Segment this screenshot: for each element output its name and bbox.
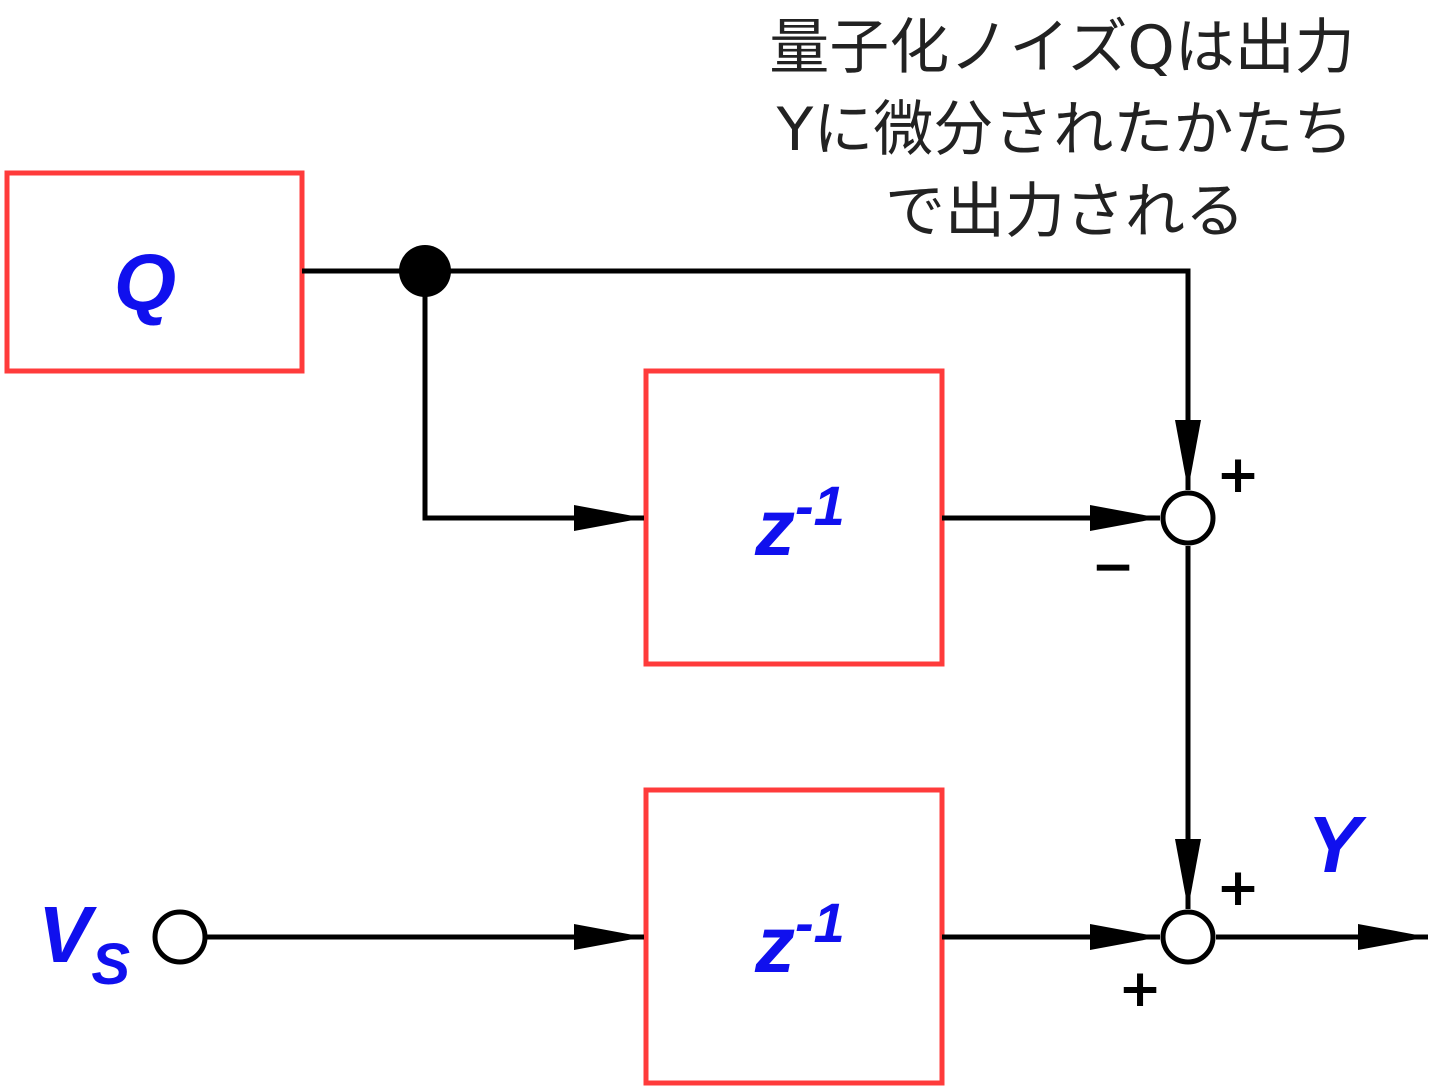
- wire-branch-to-delay-top: [422, 271, 644, 531]
- input-label-base: V: [38, 890, 97, 979]
- sum-node-1: [1160, 490, 1216, 546]
- annotation-line-3: で出力される: [885, 177, 1245, 247]
- sign-sum2-top: +: [1216, 858, 1260, 918]
- branch-node: [399, 245, 451, 297]
- delay-bottom-label: z-1: [754, 891, 845, 989]
- annotation-line-1: 量子化ノイズQは出力: [769, 13, 1354, 83]
- delay-bottom-base: z: [754, 900, 795, 989]
- delay-bottom-exp: -1: [795, 891, 845, 954]
- q-label: Q: [114, 238, 176, 327]
- sign-sum1-top: +: [1216, 445, 1260, 505]
- sign-sum2-left: +: [1118, 959, 1162, 1019]
- wire-q-to-sum1: [302, 268, 1201, 490]
- delay-top-base: z: [754, 483, 795, 572]
- output-label: Y: [1307, 800, 1367, 889]
- delay-top-label: z-1: [754, 474, 845, 572]
- sum-node-2: [1160, 909, 1216, 965]
- input-terminal: [152, 909, 208, 965]
- input-label: VS: [38, 890, 130, 997]
- sign-sum1-left: −: [1091, 537, 1135, 597]
- delay-top-exp: -1: [795, 474, 845, 537]
- input-label-sub: S: [91, 932, 130, 997]
- annotation-line-2: Yに微分されたかたち: [776, 95, 1354, 165]
